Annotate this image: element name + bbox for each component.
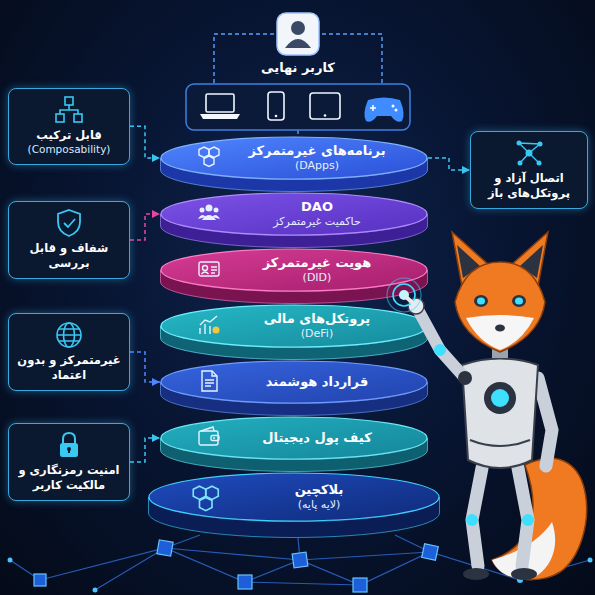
end-user: کاربر نهایی: [233, 12, 363, 75]
layer-icon: [200, 316, 220, 334]
layer-icon: [198, 205, 220, 221]
dashed-connector: [428, 158, 470, 170]
layer-icon: [193, 486, 218, 510]
dashed-connector: [130, 214, 160, 240]
layer-subtitle: حاکمیت غیرمتمرکز: [273, 215, 360, 229]
feature-box: شفاف و قابل بررسی: [8, 201, 130, 279]
feature-icon: [54, 320, 84, 350]
feature-box: امنیت رمزنگاری و مالکیت کاربر: [8, 423, 130, 501]
feature-subtitle: (Composability): [14, 143, 124, 157]
layer-icon: [199, 147, 219, 167]
dashed-connector: [130, 352, 160, 382]
stack-layer-disc: DAOحاکمیت غیرمتمرکز: [160, 192, 428, 248]
layer-icon: [199, 262, 219, 276]
layer-label: قرارداد هوشمند: [226, 360, 408, 404]
feature-box: اتصال آزاد و پروتکل‌های باز: [470, 131, 588, 209]
layer-title: پروتکل‌های مالی: [264, 311, 370, 327]
feature-title: قابل ترکیب: [14, 128, 124, 143]
layer-label: برنامه‌های غیرمتمرکز(DApps): [226, 136, 408, 180]
stack-layer-disc: پروتکل‌های مالی(DeFi): [160, 304, 428, 360]
feature-icon: [54, 430, 84, 460]
user-icon: [276, 12, 320, 56]
feature-box: غیرمتمرکز و بدون اعتماد: [8, 313, 130, 391]
feature-icon: [514, 138, 544, 168]
layer-title: قرارداد هوشمند: [266, 374, 368, 390]
layer-label: بلاکچین(لایه پایه): [224, 472, 414, 522]
layer-title: کیف پول دیجیتال: [262, 430, 371, 446]
layer-title: DAO: [301, 199, 333, 215]
layer-title: هویت غیرمتمرکز: [263, 255, 371, 271]
dashed-connector: [130, 126, 160, 158]
layer-icon: [199, 427, 219, 445]
layer-title: برنامه‌های غیرمتمرکز: [248, 143, 385, 159]
stack-layer-disc: برنامه‌های غیرمتمرکز(DApps): [160, 136, 428, 192]
user-label: کاربر نهایی: [233, 60, 363, 75]
layer-label: DAOحاکمیت غیرمتمرکز: [226, 192, 408, 236]
layer-label: هویت غیرمتمرکز(DID): [226, 248, 408, 292]
stack-layer-disc: کیف پول دیجیتال: [160, 416, 428, 472]
stack-layer-disc: قرارداد هوشمند: [160, 360, 428, 416]
feature-box: قابل ترکیب(Composability): [8, 88, 130, 165]
layer-title: بلاکچین: [295, 482, 344, 498]
layer-subtitle: (DeFi): [301, 327, 333, 341]
stack-layer-disc: هویت غیرمتمرکز(DID): [160, 248, 428, 304]
feature-title: امنیت رمزنگاری و مالکیت کاربر: [14, 463, 124, 493]
feature-title: اتصال آزاد و پروتکل‌های باز: [476, 171, 582, 201]
base-layer-disc: بلاکچین(لایه پایه): [148, 472, 440, 538]
feature-title: غیرمتمرکز و بدون اعتماد: [14, 353, 124, 383]
layer-subtitle: (DID): [303, 271, 332, 285]
layer-subtitle: (لایه پایه): [298, 498, 341, 512]
feature-icon: [54, 208, 84, 238]
layer-disc-shape: [148, 472, 440, 538]
layer-label: پروتکل‌های مالی(DeFi): [226, 304, 408, 348]
layer-label: کیف پول دیجیتال: [226, 416, 408, 460]
layer-icon: [202, 371, 217, 391]
layer-subtitle: (DApps): [295, 159, 339, 173]
feature-icon: [54, 95, 84, 125]
dashed-connector: [130, 438, 160, 462]
feature-title: شفاف و قابل بررسی: [14, 241, 124, 271]
